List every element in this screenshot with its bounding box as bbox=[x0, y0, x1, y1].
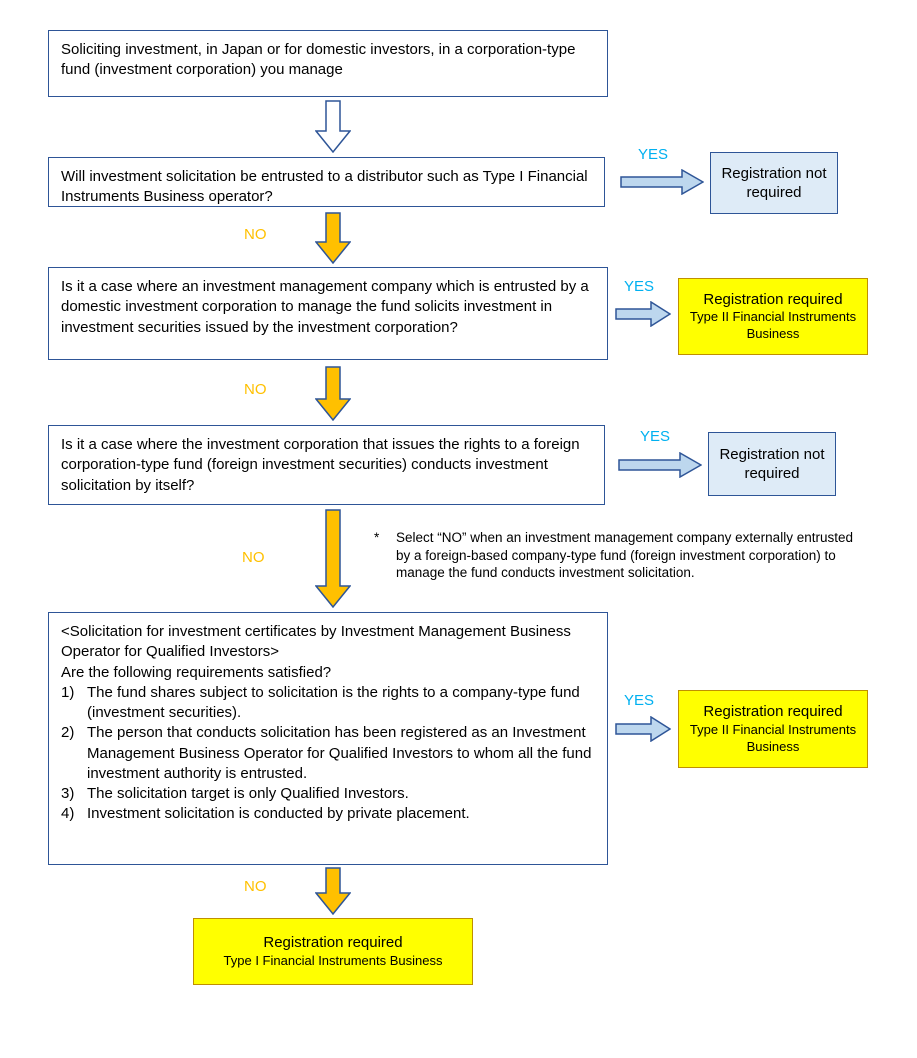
down-arrow-start bbox=[315, 100, 351, 153]
item-text: The solicitation target is only Qualifie… bbox=[87, 785, 409, 802]
start-box: Soliciting investment, in Japan or for d… bbox=[48, 30, 608, 97]
outcome-q2-registration-required: Registration required Type II Financial … bbox=[678, 278, 868, 355]
item-text: Investment solicitation is conducted by … bbox=[87, 805, 470, 823]
right-arrow-q4 bbox=[615, 716, 671, 742]
item-number: 2) bbox=[61, 724, 75, 742]
item-number: 3) bbox=[61, 785, 75, 802]
outcome-q3-not-required: Registration not required bbox=[708, 432, 836, 496]
requirement-item-4: 4) Investment solicitation is conducted … bbox=[61, 804, 595, 824]
outcome-final-registration-required: Registration required Type I Financial I… bbox=[193, 918, 473, 985]
item-text: The fund shares subject to solicitation … bbox=[87, 683, 580, 721]
yes-label-q3: YES bbox=[640, 428, 671, 445]
outcome-q4-registration-required: Registration required Type II Financial … bbox=[678, 690, 868, 768]
outcome-subtitle: Type II Financial Instruments Business bbox=[689, 309, 857, 342]
footnote-text: Select “NO” when an investment managemen… bbox=[396, 530, 853, 581]
question-q4-box: <Solicitation for investment certificate… bbox=[48, 612, 608, 865]
outcome-subtitle: Type I Financial Instruments Business bbox=[223, 952, 443, 968]
yes-label-q1: YES bbox=[638, 146, 669, 163]
right-arrow-q3 bbox=[618, 452, 702, 478]
requirement-item-1: 1) The fund shares subject to solicitati… bbox=[61, 683, 595, 724]
no-label-q1: NO bbox=[244, 226, 267, 243]
down-arrow-q1 bbox=[315, 212, 351, 264]
no-label-q3: NO bbox=[242, 549, 265, 566]
yes-label-q2: YES bbox=[624, 278, 655, 295]
down-arrow-q4 bbox=[315, 867, 351, 915]
q4-intro: Are the following requirements satisfied… bbox=[61, 663, 332, 681]
item-number: 4) bbox=[61, 805, 75, 823]
requirement-item-2: 2) The person that conducts solicitation… bbox=[61, 723, 595, 784]
outcome-title: Registration required bbox=[703, 290, 843, 308]
outcome-q1-not-required: Registration not required bbox=[710, 152, 838, 214]
yes-label-q4: YES bbox=[624, 692, 655, 709]
question-q1-box: Will investment solicitation be entruste… bbox=[48, 157, 605, 207]
outcome-title: Registration required bbox=[263, 934, 403, 952]
right-arrow-q1 bbox=[620, 169, 704, 195]
no-label-q2: NO bbox=[244, 381, 267, 398]
item-text: The person that conducts solicitation ha… bbox=[87, 724, 592, 782]
outcome-subtitle: Type II Financial Instruments Business bbox=[689, 721, 857, 754]
footnote-marker: * bbox=[374, 530, 380, 545]
outcome-title: Registration required bbox=[703, 703, 843, 721]
q4-heading: <Solicitation for investment certificate… bbox=[61, 623, 571, 661]
question-q2-box: Is it a case where an investment managem… bbox=[48, 267, 608, 360]
right-arrow-q2 bbox=[615, 301, 671, 327]
footnote: * Select “NO” when an investment managem… bbox=[374, 529, 856, 582]
down-arrow-q3 bbox=[315, 509, 351, 608]
requirement-item-3: 3) The solicitation target is only Quali… bbox=[61, 784, 595, 804]
no-label-q4: NO bbox=[244, 878, 267, 895]
item-number: 1) bbox=[61, 683, 75, 701]
question-q3-box: Is it a case where the investment corpor… bbox=[48, 425, 605, 505]
down-arrow-q2 bbox=[315, 366, 351, 421]
